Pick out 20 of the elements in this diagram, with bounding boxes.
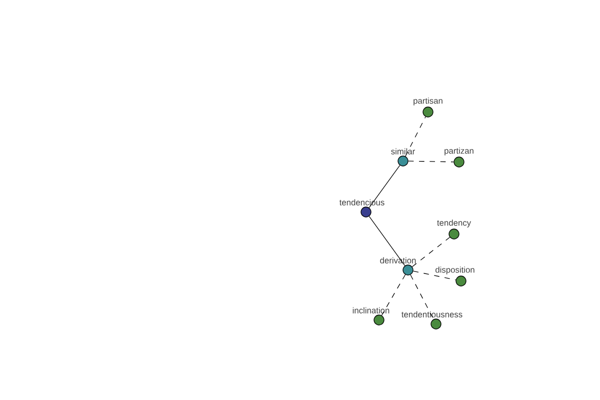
graph-node: tendency — [437, 220, 472, 240]
node-label: partisan — [414, 98, 442, 106]
connector-line — [412, 270, 456, 280]
node-label: similar — [391, 148, 415, 154]
graph-node: disposition — [436, 266, 474, 286]
connector-line — [412, 236, 450, 268]
connector-line — [368, 164, 400, 208]
node-label: inclination — [352, 307, 390, 314]
connector-line — [381, 274, 406, 316]
node-label: partizan — [444, 148, 474, 156]
graph-node: partisan — [414, 98, 442, 118]
node-label: disposition — [436, 266, 474, 274]
connector-line — [405, 116, 426, 157]
connector-line — [410, 274, 434, 320]
connector-line — [408, 160, 454, 162]
graph-node: inclination — [352, 307, 390, 326]
node-label: tendency — [437, 220, 472, 228]
graph-node: partizan — [444, 148, 474, 168]
connector-line — [368, 216, 406, 266]
graph-node: similar — [391, 148, 415, 166]
